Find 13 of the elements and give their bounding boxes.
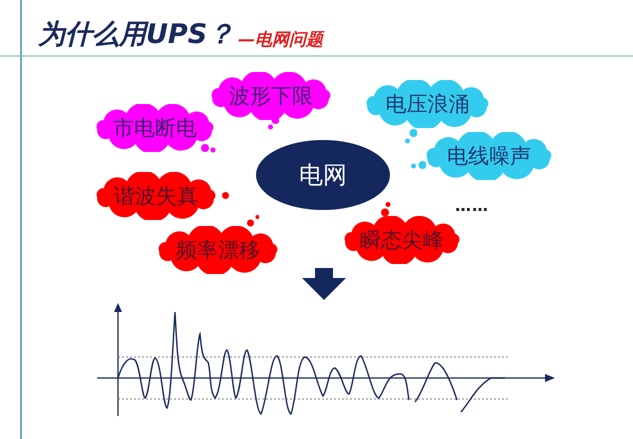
node-label: 电压浪涌	[386, 91, 470, 118]
node-label: 频率漂移	[176, 237, 260, 264]
node-label: 波形下限	[229, 83, 313, 110]
arrow	[302, 268, 346, 300]
grid-ellipse	[256, 140, 390, 210]
node-label: 电网	[299, 160, 347, 191]
title: 为什么用UPS？	[38, 18, 234, 52]
node-label: 电线噪声	[447, 143, 531, 170]
node-label: 谐波失真	[114, 183, 198, 210]
node-label: 瞬态尖峰	[360, 227, 444, 254]
node-label: 市电断电	[113, 115, 197, 142]
ellipsis: ……	[455, 196, 489, 215]
subtitle: —电网问题	[238, 29, 323, 51]
